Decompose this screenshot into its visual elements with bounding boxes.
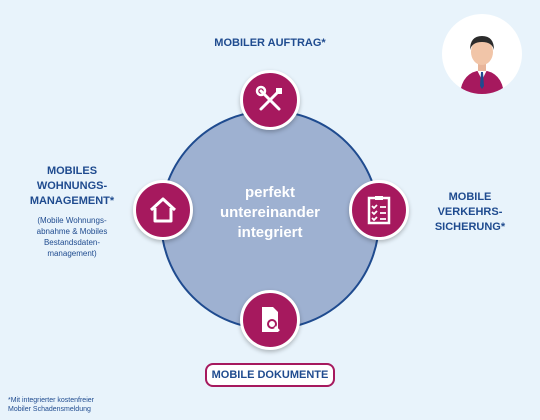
node-wohnungsmanagement: [133, 180, 193, 240]
person-icon: [460, 36, 504, 94]
footnote: *Mit integrierter kostenfreier Mobiler S…: [8, 397, 94, 413]
sublabel-wohnungsmanagement: (Mobile Wohnungs- abnahme & Mobiles Best…: [36, 216, 108, 258]
label-verkehrssicherung: MOBILE VERKEHRS- SICHERUNG*: [434, 191, 506, 233]
label-wohnungsmanagement: MOBILES WOHNUNGS- MANAGEMENT*: [29, 165, 115, 207]
label-mobiler-auftrag: MOBILER AUFTRAG*: [214, 37, 326, 49]
tools-icon: [255, 85, 282, 111]
house-icon: [149, 197, 177, 223]
node-mobile-dokumente: [240, 290, 300, 350]
node-mobiler-auftrag: [240, 70, 300, 130]
businessman-avatar: [442, 14, 522, 94]
label-mobile-dokumente: MOBILE DOKUMENTE: [205, 363, 335, 387]
document-search-icon: [262, 307, 280, 332]
center-text: perfekt untereinander integriert: [219, 184, 321, 241]
checklist-icon: [367, 196, 391, 225]
node-verkehrssicherung: [349, 180, 409, 240]
